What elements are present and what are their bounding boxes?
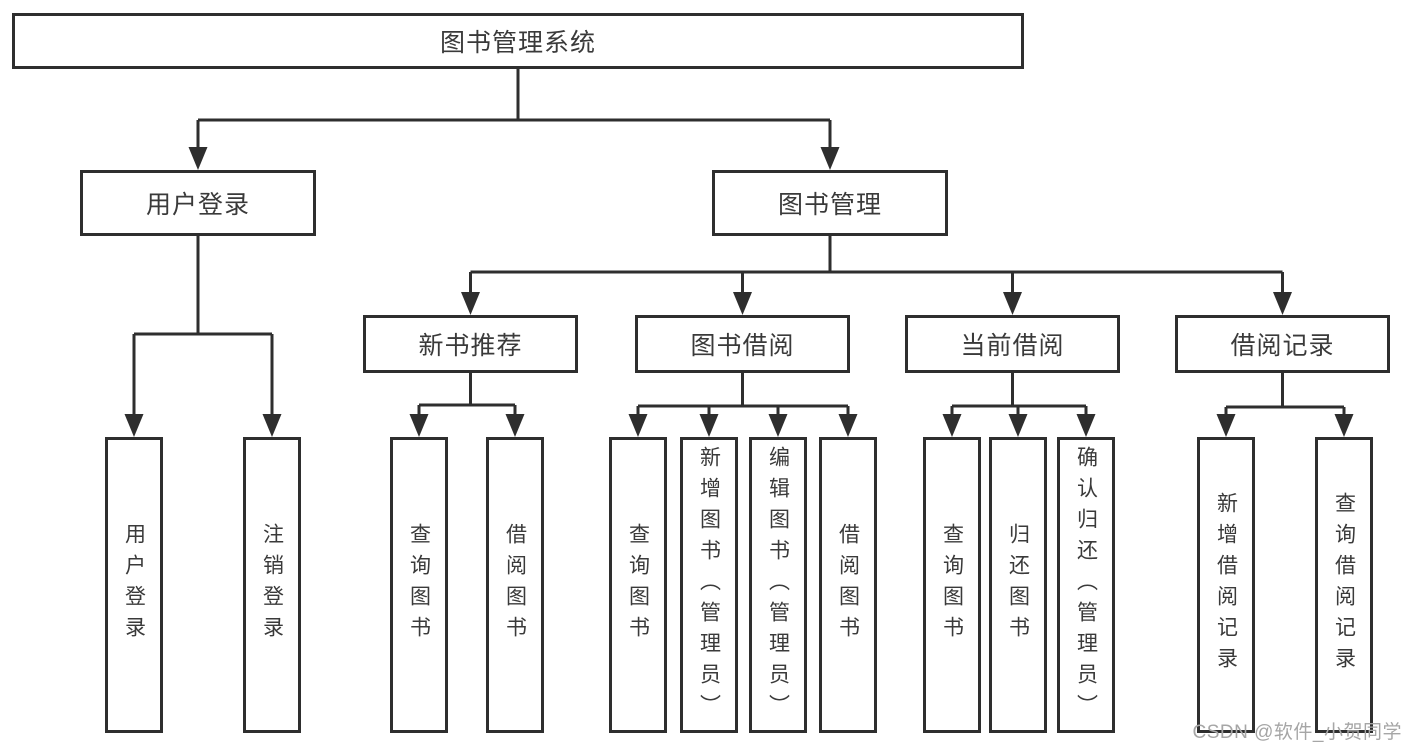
node-root-system: 图书管理系统 (12, 13, 1024, 69)
node-label: 注销登录 (260, 523, 284, 647)
node-borrow-record: 借阅记录 (1175, 315, 1390, 373)
node-label: 借阅图书 (836, 523, 860, 647)
node-leaf-add-book-admin: 新增图书（管理员） (680, 437, 738, 733)
node-label: 图书借阅 (690, 332, 795, 360)
arrowhead-icons (124, 147, 1354, 437)
node-leaf-return-book: 归还图书 (989, 437, 1047, 733)
connector-stems (196, 69, 1284, 407)
node-label: 新书推荐 (418, 332, 523, 360)
node-leaf-query-book-2: 查询图书 (609, 437, 667, 733)
node-leaf-confirm-return-admin: 确认归还（管理员） (1057, 437, 1115, 733)
node-book-borrow: 图书借阅 (635, 315, 850, 373)
node-leaf-logout: 注销登录 (243, 437, 301, 733)
node-leaf-query-borrow-record: 查询借阅记录 (1315, 437, 1373, 733)
node-label: 归还图书 (1006, 523, 1030, 647)
node-new-book-recommend: 新书推荐 (363, 315, 578, 373)
node-user-login: 用户登录 (80, 170, 316, 236)
node-current-borrow: 当前借阅 (905, 315, 1120, 373)
node-label: 查询图书 (407, 523, 431, 647)
csdn-watermark: CSDN @软件_小贺同学 (1192, 722, 1402, 743)
node-label: 查询图书 (940, 523, 964, 647)
node-label: 查询图书 (626, 523, 650, 647)
node-label: 用户登录 (145, 191, 250, 219)
node-leaf-user-login: 用户登录 (105, 437, 163, 733)
node-leaf-borrow-book-2: 借阅图书 (819, 437, 877, 733)
node-leaf-add-borrow-record: 新增借阅记录 (1197, 437, 1255, 733)
node-label: 新增图书（管理员） (697, 445, 721, 725)
node-book-management: 图书管理 (712, 170, 948, 236)
node-leaf-query-book-3: 查询图书 (923, 437, 981, 733)
node-label: 图书管理系统 (439, 29, 596, 57)
node-label: 借阅记录 (1230, 332, 1335, 360)
connector-buses (134, 118, 1344, 409)
connector-drops (132, 120, 1346, 419)
node-leaf-query-book-1: 查询图书 (390, 437, 448, 733)
node-label: 新增借阅记录 (1214, 492, 1238, 678)
node-leaf-borrow-book-1: 借阅图书 (486, 437, 544, 733)
node-label: 编辑图书（管理员） (766, 445, 790, 725)
node-label: 确认归还（管理员） (1074, 445, 1098, 725)
node-label: 查询借阅记录 (1332, 492, 1356, 678)
node-leaf-edit-book-admin: 编辑图书（管理员） (749, 437, 807, 733)
node-label: 借阅图书 (503, 523, 527, 647)
node-label: 用户登录 (122, 523, 146, 647)
node-label: 当前借阅 (960, 332, 1065, 360)
node-label: 图书管理 (777, 191, 882, 219)
